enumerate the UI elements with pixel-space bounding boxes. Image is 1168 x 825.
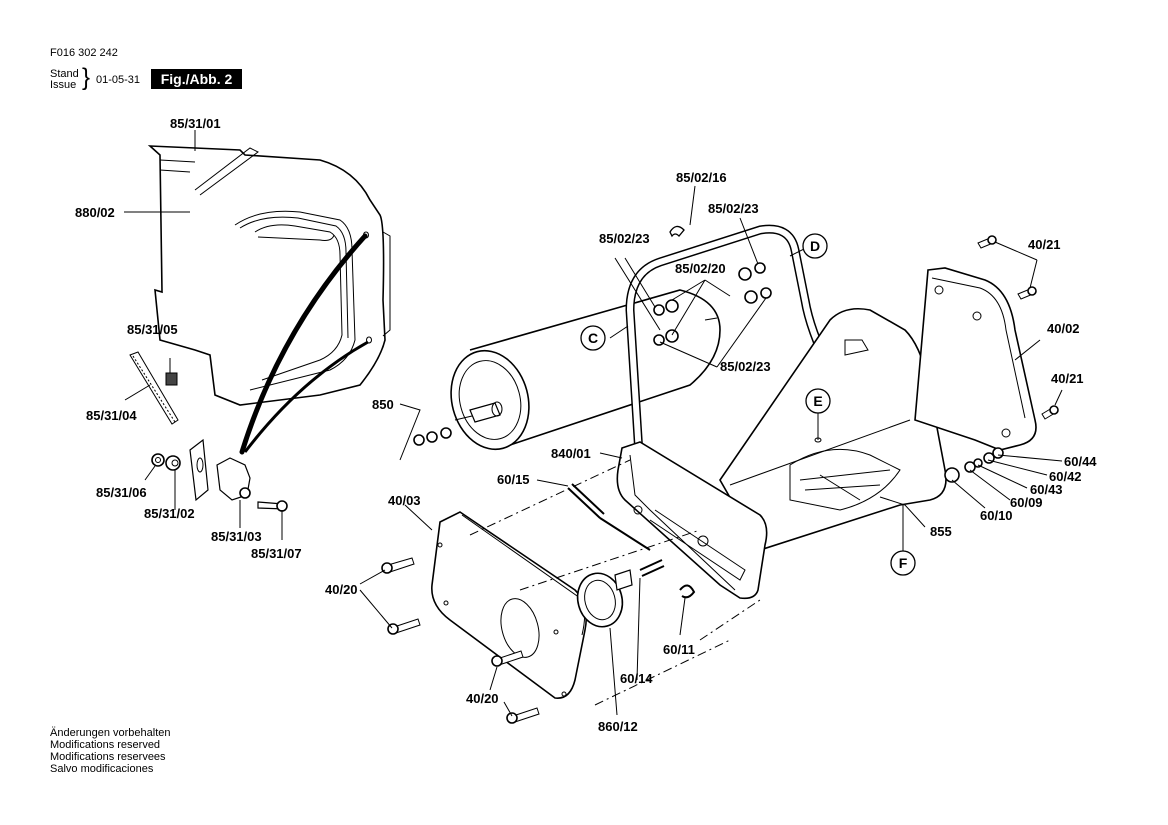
footer-line-en: Modifications reserved xyxy=(50,739,161,751)
label-60-14: 60/14 xyxy=(620,671,653,686)
svg-text:C: C xyxy=(588,330,598,346)
left-cover xyxy=(431,511,588,699)
label-85-31-07: 85/31/07 xyxy=(251,546,302,561)
spring-60-14 xyxy=(639,559,665,577)
handle-fasteners xyxy=(653,225,772,346)
stand-label: Stand xyxy=(50,68,79,80)
label-85-31-06: 85/31/06 xyxy=(96,485,147,500)
label-85-31-02: 85/31/02 xyxy=(144,506,195,521)
right-cover xyxy=(914,267,1037,451)
label-85-02-16: 85/02/16 xyxy=(676,170,727,185)
screws-40-20 xyxy=(381,557,540,724)
spring-60-11 xyxy=(679,584,696,599)
footer-line-fr: Modifications reservees xyxy=(50,751,166,763)
footer-line-de: Änderungen vorbehalten xyxy=(50,727,171,739)
label-85-31-05: 85/31/05 xyxy=(127,322,178,337)
roller xyxy=(413,289,721,451)
label-60-42: 60/42 xyxy=(1049,469,1082,484)
label-850: 850 xyxy=(372,397,394,412)
cable-branch xyxy=(243,340,369,453)
grass-box xyxy=(147,145,391,406)
label-60-15: 60/15 xyxy=(497,472,530,487)
handle-bar-inner xyxy=(626,226,833,473)
chassis xyxy=(719,307,947,551)
issue-date: 01-05-31 xyxy=(96,74,141,86)
brace-icon: } xyxy=(82,64,91,91)
label-85-02-23-a: 85/02/23 xyxy=(599,231,650,246)
issue-label: Issue xyxy=(50,79,77,91)
label-855: 855 xyxy=(930,524,952,539)
label-85-31-03: 85/31/03 xyxy=(211,529,262,544)
label-40-20-a: 40/20 xyxy=(325,582,358,597)
label-85-31-01: 85/31/01 xyxy=(170,116,221,131)
label-40-21-b: 40/21 xyxy=(1051,371,1084,386)
leader-lines xyxy=(124,130,1063,717)
label-60-11: 60/11 xyxy=(663,642,695,657)
label-840-01: 840/01 xyxy=(551,446,591,461)
callout-d: D xyxy=(802,233,828,259)
label-40-02: 40/02 xyxy=(1047,321,1080,336)
callout-e: E xyxy=(805,388,831,414)
label-85-31-04: 85/31/04 xyxy=(86,408,137,423)
label-85-02-20: 85/02/20 xyxy=(675,261,726,276)
label-85-02-23-c: 85/02/23 xyxy=(720,359,771,374)
callout-c: C xyxy=(580,325,606,351)
label-40-21-a: 40/21 xyxy=(1028,237,1061,252)
document-number: F016 302 242 xyxy=(50,47,118,59)
footer-notice: Änderungen vorbehalten Modifications res… xyxy=(50,727,170,775)
svg-text:F: F xyxy=(899,555,908,571)
label-60-44: 60/44 xyxy=(1064,454,1097,469)
svg-text:D: D xyxy=(810,238,820,254)
label-40-20-b: 40/20 xyxy=(466,691,499,706)
label-60-10: 60/10 xyxy=(980,508,1013,523)
label-85-02-23-b: 85/02/23 xyxy=(708,201,759,216)
spring-60-15 xyxy=(567,483,651,551)
knob xyxy=(576,569,633,628)
label-40-03: 40/03 xyxy=(388,493,421,508)
cable-parts-left xyxy=(129,351,288,512)
label-860-12: 860/12 xyxy=(598,719,638,734)
right-fasteners xyxy=(944,235,1059,483)
callout-f: F xyxy=(890,550,916,576)
label-60-09: 60/09 xyxy=(1010,495,1043,510)
label-880-02: 880/02 xyxy=(75,205,115,220)
figure-badge: Fig./Abb. 2 xyxy=(151,69,242,89)
label-60-43: 60/43 xyxy=(1030,482,1063,497)
svg-text:E: E xyxy=(813,393,822,409)
cable xyxy=(239,233,368,455)
footer-line-es: Salvo modificaciones xyxy=(50,763,154,775)
